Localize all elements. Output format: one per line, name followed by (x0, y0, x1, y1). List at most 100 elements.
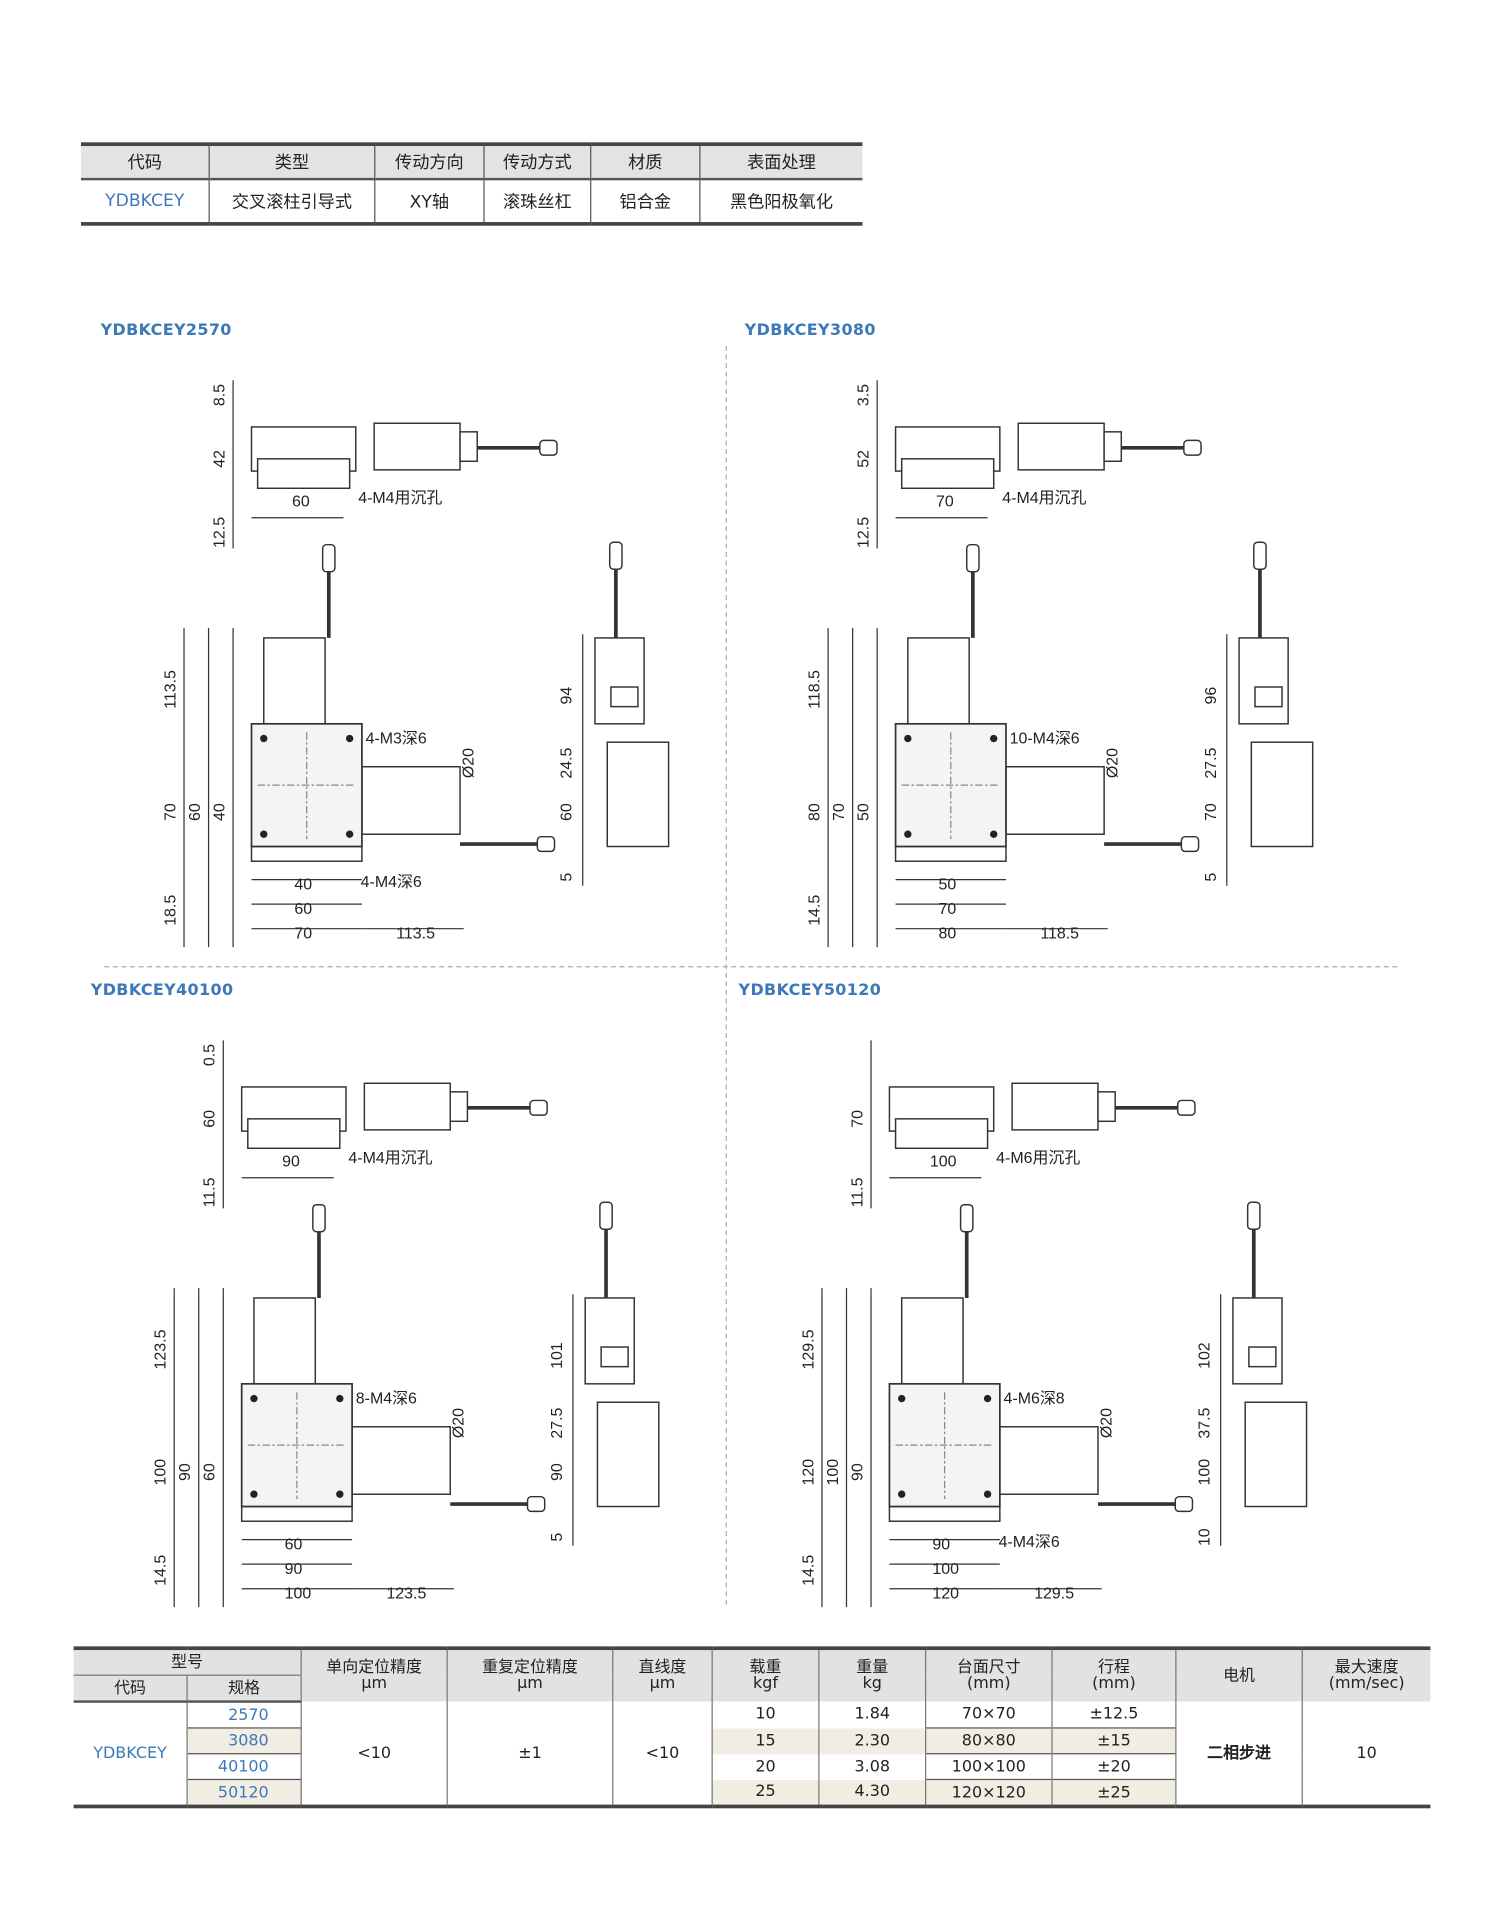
model-spec: 3080 (186, 1727, 302, 1754)
dimension-label: 118.5 (1040, 926, 1079, 943)
dimension-label: 50 (939, 876, 957, 893)
spec-finish: 黑色阳极氧化 (699, 179, 863, 226)
dimension-label: 4-M4深6 (999, 1533, 1060, 1551)
dimension-label: 90 (285, 1561, 303, 1578)
side-connector (610, 686, 639, 708)
col-header: 电机 (1175, 1646, 1303, 1702)
load: 25 (711, 1779, 819, 1809)
dimension-label: 5 (1203, 873, 1220, 882)
top-view-base (256, 458, 351, 490)
plug (1246, 1201, 1261, 1230)
dimension-label: 0.5 (202, 1044, 219, 1066)
dimension-label: 113.5 (162, 670, 179, 709)
dimension-label: 24.5 (559, 747, 576, 778)
spec-header: 材质 (590, 142, 700, 181)
header-label: 台面尺寸 (956, 1658, 1021, 1678)
dimension-label: 100 (932, 1561, 959, 1578)
dimension-label: 90 (549, 1463, 566, 1481)
header-label: 行程 (1097, 1658, 1130, 1678)
dimension-label: 129.5 (1034, 1586, 1074, 1603)
side-stage (1250, 741, 1314, 848)
dimension-label: 100 (285, 1586, 312, 1603)
plug (526, 1495, 546, 1513)
plug (1183, 439, 1202, 456)
sub-header-spec: 规格 (186, 1675, 302, 1703)
table-size: 100×100 (925, 1753, 1052, 1780)
table-size: 80×80 (925, 1727, 1052, 1754)
stroke: ±20 (1051, 1753, 1176, 1780)
dimension-label: 10-M4深6 (1010, 729, 1080, 747)
plug (959, 1203, 974, 1233)
dimension-label: 90 (932, 1536, 950, 1553)
dimension-label: 70 (1203, 803, 1220, 821)
dimension-label: 14.5 (153, 1555, 170, 1586)
plan-base-plate (250, 845, 363, 862)
dimension-label: 4-M4深6 (361, 873, 422, 891)
model-code: YDBKCEY (73, 1701, 188, 1809)
panel-title: YDBKCEY2570 (100, 321, 232, 340)
dimension-label: 70 (831, 803, 848, 821)
sub-header-code: 代码 (73, 1675, 188, 1703)
dimension-label: 90 (177, 1463, 194, 1481)
spec-header: 表面处理 (699, 142, 863, 181)
group-header: 型号 (73, 1646, 302, 1676)
dimension-label: 4-M6用沉孔 (996, 1149, 1080, 1167)
mounting-hole (898, 1490, 906, 1498)
header-unit: μm (517, 1674, 543, 1693)
header-unit: (mm) (1092, 1674, 1136, 1693)
dimension-label: Ø20 (1098, 1408, 1115, 1438)
dimension-label: 3.5 (856, 384, 873, 406)
dimension-label: 60 (294, 901, 312, 918)
side-connector (600, 1346, 629, 1368)
model-spec: 2570 (186, 1701, 302, 1728)
dimension-label: 14.5 (807, 895, 824, 926)
plan-x-motor (999, 1426, 1099, 1495)
load: 20 (711, 1753, 819, 1780)
dimension-label: 4-M6深8 (1004, 1389, 1065, 1407)
dimension-label: 11.5 (202, 1177, 219, 1207)
table-size: 120×120 (925, 1778, 1052, 1809)
top-view-base (247, 1118, 341, 1150)
dimension-label: 80 (939, 926, 957, 943)
plug (529, 1099, 548, 1116)
dimension-label: 37.5 (1197, 1407, 1214, 1438)
top-view-connector (1103, 431, 1123, 463)
spec-direction: XY轴 (374, 179, 484, 226)
dimension-label: 60 (292, 494, 310, 511)
side-motor (1238, 637, 1289, 725)
spec-header: 代码 (80, 142, 210, 181)
dimension-label: 60 (187, 803, 204, 821)
weight: 1.84 (818, 1701, 926, 1728)
spec-type: 交叉滚柱引导式 (208, 179, 375, 226)
straightness: <10 (612, 1701, 713, 1809)
stroke: ±25 (1051, 1778, 1176, 1809)
dimension-label: 118.5 (807, 670, 824, 709)
side-motor (1232, 1297, 1283, 1385)
plan-base-plate (240, 1505, 353, 1522)
plan-y-motor (900, 1297, 964, 1385)
side-connector (1254, 686, 1283, 708)
header-unit: μm (361, 1674, 388, 1693)
dimension-label: Ø20 (461, 748, 478, 778)
load: 15 (711, 1727, 819, 1754)
mounting-hole (260, 830, 268, 838)
top-view-connector (1097, 1091, 1116, 1123)
dimension-label: 40 (212, 803, 229, 821)
plug (321, 543, 336, 573)
weight: 3.08 (818, 1753, 926, 1780)
mounting-hole (904, 830, 912, 838)
spec-code: YDBKCEY (80, 179, 210, 226)
dimension-label: 123.5 (386, 1586, 426, 1603)
spec-table: 代码 类型 传动方向 传动方式 材质 表面处理 YDBKCEY 交叉滚柱引导式 … (80, 142, 863, 226)
dimension-label: 10 (1197, 1528, 1214, 1546)
dimension-label: 70 (294, 926, 312, 943)
plug (1253, 541, 1267, 570)
load: 10 (711, 1701, 819, 1728)
panel-title: YDBKCEY3080 (744, 321, 876, 340)
dimension-label: 100 (153, 1459, 170, 1486)
plug (1174, 1495, 1194, 1513)
